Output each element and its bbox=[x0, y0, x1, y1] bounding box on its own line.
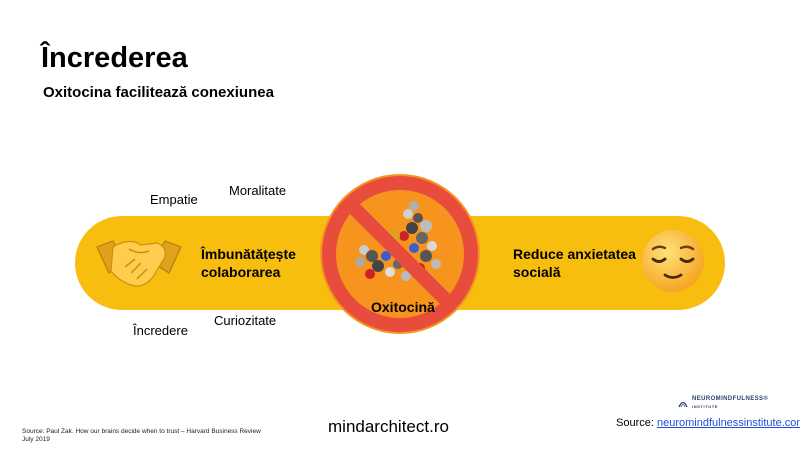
word-empathy: Empatie bbox=[150, 192, 198, 207]
source-citation-line2: July 2019 bbox=[22, 436, 50, 443]
word-curiosity: Curiozitate bbox=[214, 313, 277, 328]
left-band-line1: Îmbunătățește bbox=[201, 246, 296, 262]
source-citation-line1: Source: Paul Zak. How our brains decide … bbox=[22, 428, 261, 435]
word-morality: Moralitate bbox=[229, 183, 287, 198]
left-band-line2: colaborarea bbox=[201, 264, 281, 280]
word-trust: Încredere bbox=[133, 323, 188, 338]
handshake-icon bbox=[95, 233, 183, 298]
relieved-face-icon bbox=[640, 228, 706, 299]
source-right-label: Source: bbox=[616, 417, 657, 429]
left-band-text: Îmbunătățește colaborarea bbox=[201, 245, 296, 281]
source-link-block: Source: neuromindfulnessinstitute.com bbox=[616, 417, 800, 429]
oxytocin-label: Oxitocină bbox=[371, 299, 435, 315]
right-band-line2: socială bbox=[513, 264, 561, 280]
right-band-text: Reduce anxietatea socială bbox=[513, 245, 636, 281]
footer-site: mindarchitect.ro bbox=[328, 417, 449, 436]
source-citation: Source: Paul Zak. How our brains decide … bbox=[22, 428, 282, 444]
source-link[interactable]: neuromindfulnessinstitute.com bbox=[656, 417, 800, 429]
logo-name: NEUROMINDFULNESS® bbox=[692, 396, 769, 402]
logo-text: NEUROMINDFULNESS® INSTITUTE bbox=[692, 396, 768, 410]
page-title: Încrederea bbox=[41, 42, 188, 74]
prohibited-sign-icon bbox=[314, 168, 486, 345]
page-subtitle: Oxitocina facilitează conexiunea bbox=[43, 84, 274, 101]
neuromindfulness-logo: NEUROMINDFULNESS® INSTITUTE bbox=[677, 396, 768, 410]
right-band-line1: Reduce anxietatea bbox=[513, 246, 636, 262]
logo-mark-icon bbox=[678, 401, 688, 408]
logo-sub: INSTITUTE bbox=[692, 404, 719, 409]
